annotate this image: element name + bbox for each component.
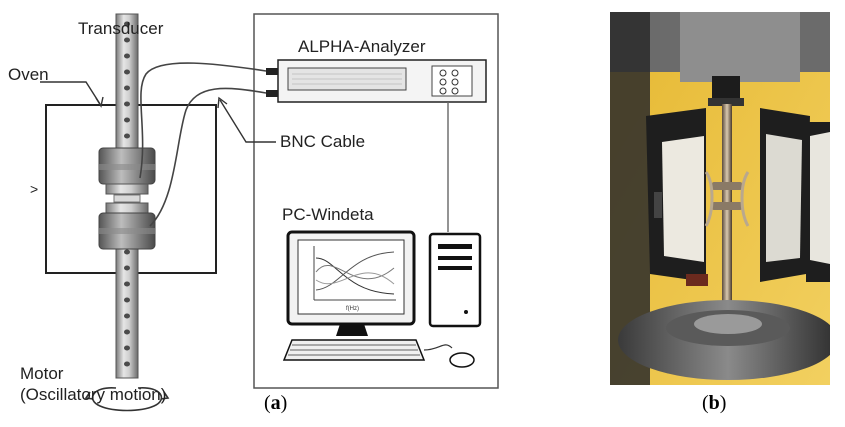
- upper-clamp: [712, 76, 740, 102]
- instrument-photo: [610, 12, 830, 385]
- keyboard-keys: [288, 344, 420, 356]
- bnc-connector-top: [266, 68, 278, 75]
- sample: [113, 194, 141, 203]
- bnc-cables: [139, 62, 267, 227]
- caption-a: (a): [264, 392, 288, 414]
- bnc-cable-pointer: [219, 99, 276, 143]
- instrument-schematic: > Transducer Oven ALPHA-Analyzer: [8, 13, 499, 412]
- monitor-stand: [336, 324, 368, 336]
- oven-marker: >: [30, 181, 38, 197]
- upper-plate: [105, 183, 149, 195]
- keypad-buttons: [439, 69, 459, 95]
- transducer-label: Transducer: [78, 19, 164, 38]
- bnc-connector-bottom: [266, 90, 278, 97]
- mouse-cable: [423, 344, 453, 351]
- lower-plate: [105, 202, 149, 214]
- rod-holes: [124, 21, 130, 367]
- pc-label: PC-Windeta: [282, 205, 374, 224]
- motor-label: Motor: [20, 364, 64, 383]
- photo-shaft: [722, 104, 732, 334]
- bnc-cable-label: BNC Cable: [280, 132, 365, 151]
- caption-b: (b): [702, 392, 727, 414]
- monitor-plot: [313, 246, 396, 301]
- oven-label: Oven: [8, 65, 49, 84]
- motion-label: (Oscillatory motion): [20, 385, 166, 404]
- mouse-icon: [449, 352, 475, 368]
- oscillation-arrow-icon: [84, 387, 170, 412]
- screen-axis-label: f(Hz): [346, 306, 359, 312]
- analyzer-label: ALPHA-Analyzer: [298, 37, 426, 56]
- oven-pointer: [40, 81, 101, 105]
